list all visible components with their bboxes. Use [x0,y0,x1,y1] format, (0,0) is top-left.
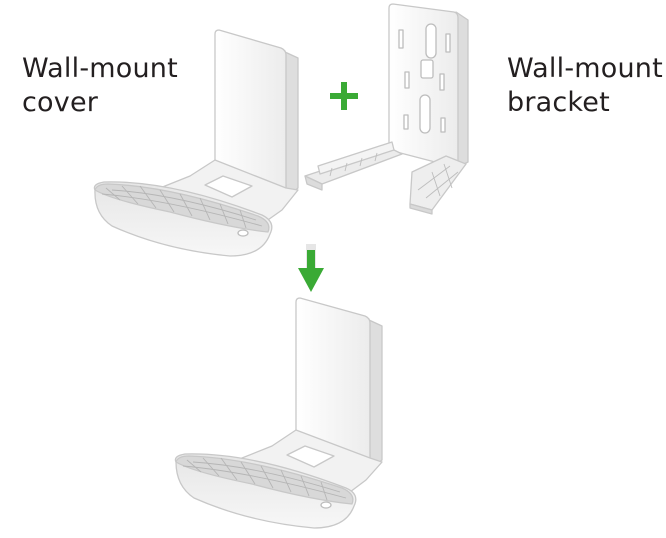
cover-label-line1: Wall-mount [22,53,178,84]
down-arrow-icon [298,244,324,292]
wall-mount-cover-illustration [93,29,299,257]
plus-icon [330,82,358,110]
wall-mount-bracket-illustration [304,3,469,215]
cover-label-line2: cover [22,87,99,118]
wall-mount-bracket-label: Wall-mount bracket [507,52,663,120]
bracket-label-line1: Wall-mount [507,53,663,84]
wall-mount-cover-label: Wall-mount cover [22,52,178,120]
bracket-label-line2: bracket [507,87,610,118]
assembled-mount-illustration [174,297,383,529]
